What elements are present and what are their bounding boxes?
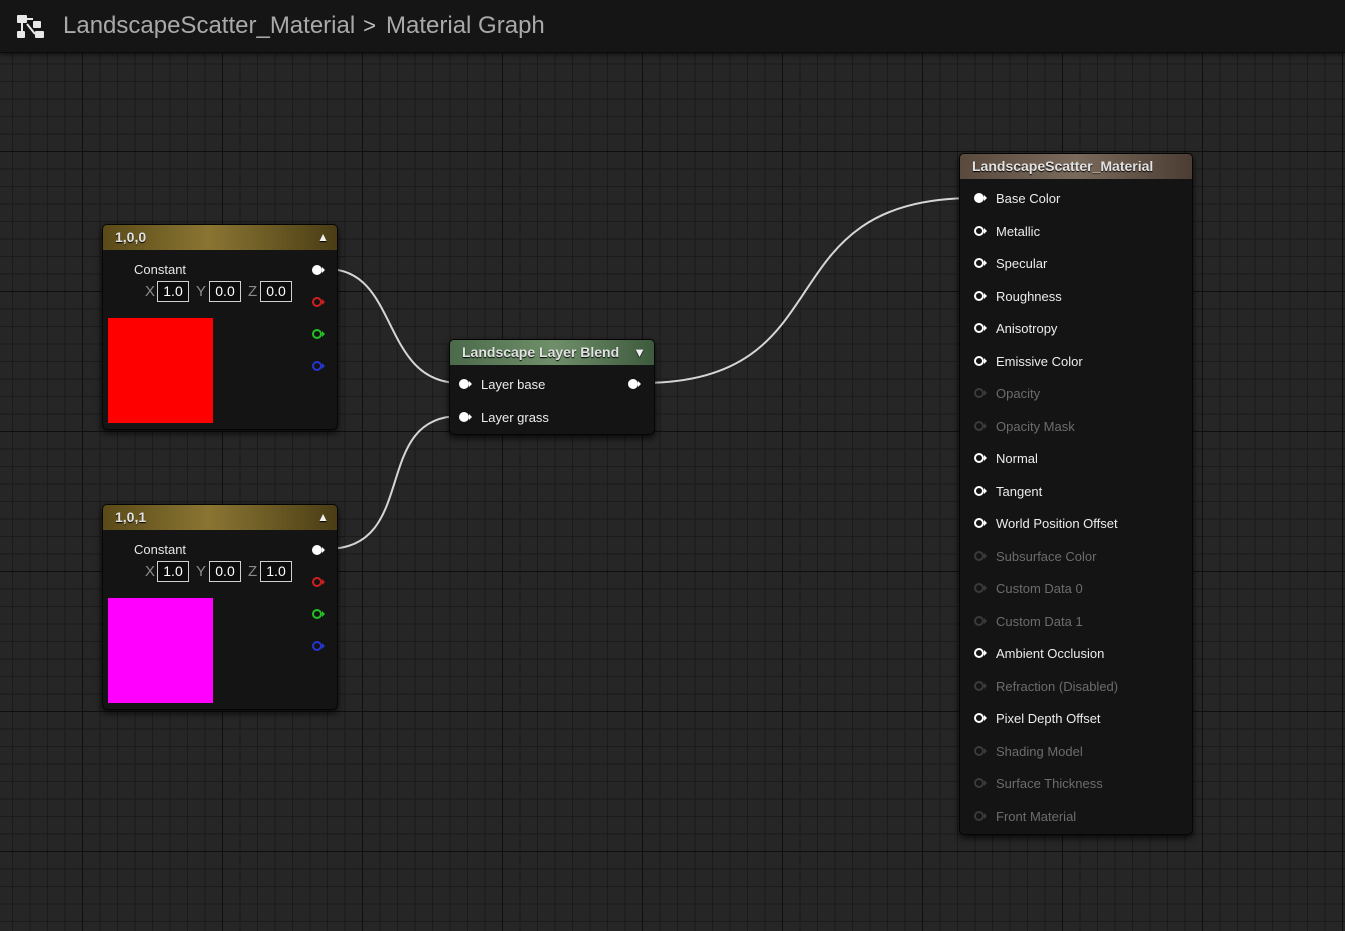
input-pin-anisotropy[interactable] xyxy=(973,321,989,335)
node-title: LandscapeScatter_Material xyxy=(972,158,1154,174)
chevron-down-icon[interactable]: ▼ xyxy=(633,345,646,360)
input-pin-opacity-mask xyxy=(974,420,987,431)
y-value-field[interactable]: 0.0 xyxy=(209,561,241,582)
input-pin-shading-model xyxy=(974,745,987,756)
node-header[interactable]: Landscape Layer Blend ▼ xyxy=(450,340,654,365)
pin-label-refraction-disabled: Refraction (Disabled) xyxy=(996,678,1119,694)
pin-label-specular: Specular xyxy=(996,256,1048,271)
pin-label-surface-thickness: Surface Thickness xyxy=(996,776,1103,791)
landscape-layer-blend-node[interactable]: Landscape Layer Blend ▼ Layer base Layer… xyxy=(449,339,655,435)
pin-label-custom-data-0: Custom Data 0 xyxy=(996,581,1083,596)
z-axis-label: Z xyxy=(248,563,258,580)
pin-label-roughness: Roughness xyxy=(996,288,1062,304)
input-pin-front-material xyxy=(974,810,987,821)
output-pin-rgb[interactable] xyxy=(311,263,327,277)
input-pin-base-color[interactable] xyxy=(973,191,989,205)
output-pin-b[interactable] xyxy=(311,639,327,653)
x-value-field[interactable]: 1.0 xyxy=(157,281,189,302)
constant3-node-magenta[interactable]: 1,0,1 ▲ Constant X 1.0 Y 0.0 Z 1.0 xyxy=(102,504,338,710)
node-header[interactable]: 1,0,0 ▲ xyxy=(103,225,337,250)
pin-label-subsurface-color: Subsurface Color xyxy=(996,548,1097,564)
y-value-field[interactable]: 0.0 xyxy=(209,281,241,302)
graph-breadcrumb-bar: LandscapeScatter_Material > Material Graph xyxy=(0,0,1345,53)
x-axis-label: X xyxy=(145,563,156,580)
pin-label-metallic: Metallic xyxy=(996,223,1041,239)
input-pin-metallic[interactable] xyxy=(973,224,989,238)
output-pin-b[interactable] xyxy=(311,359,327,373)
constant-type-label: Constant xyxy=(134,262,187,277)
chevron-up-icon[interactable]: ▲ xyxy=(317,230,329,244)
input-pin-tangent[interactable] xyxy=(973,484,989,498)
output-pin-r[interactable] xyxy=(311,575,327,589)
pin-label-front-material: Front Material xyxy=(996,808,1077,824)
pin-label-emissive-color: Emissive Color xyxy=(996,353,1083,369)
pin-label-layer-grass: Layer grass xyxy=(481,410,549,425)
x-value-field[interactable]: 1.0 xyxy=(157,561,189,582)
chevron-up-icon[interactable]: ▲ xyxy=(317,510,329,524)
color-swatch xyxy=(108,318,213,423)
breadcrumb-material[interactable]: LandscapeScatter_Material xyxy=(63,12,356,39)
pin-label-pixel-depth-offset: Pixel Depth Offset xyxy=(996,711,1101,726)
input-pin-roughness[interactable] xyxy=(973,289,989,303)
node-title: 1,0,1 xyxy=(115,509,147,525)
z-value-field[interactable]: 0.0 xyxy=(260,281,292,302)
input-pin-surface-thickness xyxy=(974,778,987,788)
pin-label-normal: Normal xyxy=(996,451,1038,466)
input-pin-layer-base[interactable] xyxy=(458,377,474,391)
z-axis-label: Z xyxy=(248,283,258,300)
z-value-field[interactable]: 1.0 xyxy=(260,561,292,582)
graph-icon xyxy=(17,15,44,38)
constant3-node-red[interactable]: 1,0,0 ▲ Constant X 1.0 Y 0.0 Z 0.0 xyxy=(102,224,338,430)
pin-label-layer-base: Layer base xyxy=(481,377,546,392)
output-pin-rgb[interactable] xyxy=(311,543,327,557)
pin-label-ambient-occlusion: Ambient Occlusion xyxy=(996,646,1105,661)
output-pin-r[interactable] xyxy=(311,295,327,309)
pin-label-custom-data-1: Custom Data 1 xyxy=(996,613,1083,629)
input-pin-custom-data-0 xyxy=(974,583,987,593)
pin-label-shading-model: Shading Model xyxy=(996,743,1083,759)
node-header[interactable]: 1,0,1 ▲ xyxy=(103,505,337,530)
node-title: 1,0,0 xyxy=(115,229,147,245)
input-pin-layer-grass[interactable] xyxy=(458,410,474,424)
input-pin-subsurface-color xyxy=(974,550,987,561)
pin-label-base-color: Base Color xyxy=(996,191,1061,206)
input-pin-custom-data-1 xyxy=(974,615,987,626)
input-pin-refraction-disabled xyxy=(974,680,987,691)
breadcrumb: LandscapeScatter_Material > Material Graph xyxy=(63,12,545,40)
input-pin-ambient-occlusion[interactable] xyxy=(973,646,989,660)
color-swatch xyxy=(108,598,213,703)
input-pin-pixel-depth-offset[interactable] xyxy=(973,711,989,725)
node-header[interactable]: LandscapeScatter_Material xyxy=(960,154,1192,179)
y-axis-label: Y xyxy=(196,283,207,300)
input-pin-emissive-color[interactable] xyxy=(973,354,989,368)
input-pin-specular[interactable] xyxy=(973,256,989,270)
breadcrumb-graph[interactable]: Material Graph xyxy=(386,12,545,39)
pin-label-world-position-offset: World Position Offset xyxy=(996,516,1118,531)
pin-label-anisotropy: Anisotropy xyxy=(996,321,1058,336)
pin-label-opacity: Opacity xyxy=(996,386,1041,401)
pin-label-tangent: Tangent xyxy=(996,483,1043,499)
input-pin-normal[interactable] xyxy=(973,451,989,465)
chevron-right-icon: > xyxy=(363,13,377,38)
y-axis-label: Y xyxy=(196,563,207,580)
output-pin-g[interactable] xyxy=(311,327,327,341)
output-pin-blend[interactable] xyxy=(627,377,643,391)
pin-label-opacity-mask: Opacity Mask xyxy=(996,418,1075,434)
input-pin-world-position-offset[interactable] xyxy=(973,516,989,530)
x-axis-label: X xyxy=(145,283,156,300)
constant-type-label: Constant xyxy=(134,542,187,557)
node-title: Landscape Layer Blend xyxy=(462,344,620,360)
input-pin-opacity xyxy=(974,388,987,398)
output-pin-g[interactable] xyxy=(311,607,327,621)
